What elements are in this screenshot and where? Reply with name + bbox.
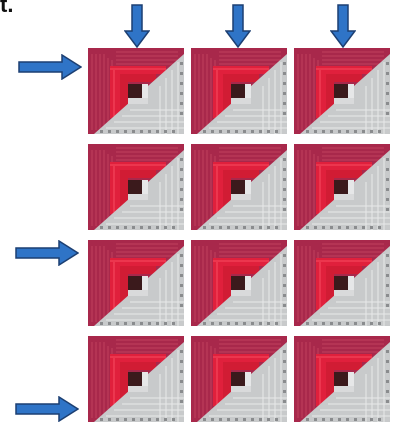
quilt-block — [294, 144, 390, 230]
arrow-down-icon — [225, 4, 251, 48]
arrow-down-icon — [330, 4, 356, 48]
quilt-block — [191, 48, 287, 134]
quilt-block — [191, 144, 287, 230]
quilt-block — [191, 240, 287, 326]
quilt-block — [88, 240, 184, 326]
quilt-block-grid — [88, 48, 392, 432]
arrow-right-icon — [15, 396, 79, 422]
quilt-block — [294, 240, 390, 326]
arrow-right-icon — [15, 240, 79, 266]
quilt-block — [191, 336, 287, 422]
cropped-label-text: t. — [0, 0, 14, 17]
quilt-block — [88, 336, 184, 422]
arrow-right-icon — [18, 54, 82, 80]
quilt-block — [88, 144, 184, 230]
quilt-block — [294, 48, 390, 134]
quilt-block — [294, 336, 390, 422]
quilt-block — [88, 48, 184, 134]
arrow-down-icon — [124, 4, 150, 48]
